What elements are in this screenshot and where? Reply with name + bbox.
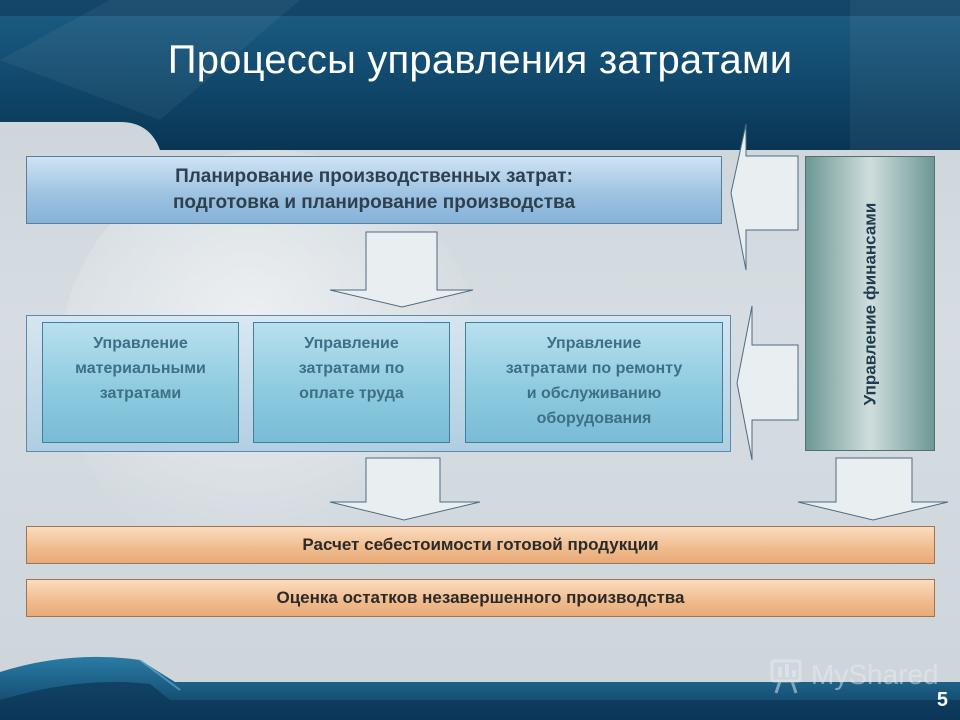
material-costs-box: Управление материальными затратами bbox=[42, 322, 239, 443]
page-number: 5 bbox=[936, 689, 948, 711]
wip-evaluation-bar: Оценка остатков незавершенного производс… bbox=[26, 579, 935, 617]
planning-box: Планирование производственных затрат: по… bbox=[26, 156, 722, 224]
slide-title: Процессы управления затратами bbox=[167, 38, 793, 82]
arrow-down-planning bbox=[329, 231, 474, 308]
labor-costs-line: затратами по bbox=[298, 360, 405, 377]
material-costs-line: материальными bbox=[75, 360, 206, 377]
finance-label: Управление финансами bbox=[860, 202, 879, 405]
cost-calculation-bar: Расчет себестоимости готовой продукции bbox=[26, 526, 935, 564]
finance-box: Управление финансами bbox=[805, 156, 935, 451]
arrow-left-to-management bbox=[736, 305, 799, 461]
arrow-down-finance bbox=[797, 457, 949, 521]
maintenance-costs-line: затратами по ремонту bbox=[505, 360, 683, 377]
maintenance-costs-line: Управление bbox=[546, 335, 642, 352]
labor-costs-box: Управление затратами по оплате труда bbox=[253, 322, 450, 443]
maintenance-costs-box: Управление затратами по ремонту и обслуж… bbox=[465, 322, 723, 443]
wip-evaluation-label: Оценка остатков незавершенного производс… bbox=[276, 588, 685, 607]
arrow-left-to-planning bbox=[730, 123, 799, 271]
labor-costs-line: Управление bbox=[304, 335, 399, 352]
planning-line-1: Планирование производственных затрат: bbox=[175, 166, 573, 187]
material-costs-line: затратами bbox=[99, 385, 182, 402]
labor-costs-line: оплате труда bbox=[299, 385, 404, 402]
material-costs-line: Управление bbox=[93, 335, 188, 352]
myshared-logo: MyShared bbox=[768, 655, 943, 699]
maintenance-costs-line: и обслуживанию bbox=[526, 385, 662, 402]
planning-line-2: подготовка и планирование производства bbox=[172, 192, 576, 213]
cost-calculation-label: Расчет себестоимости готовой продукции bbox=[302, 535, 659, 554]
arrow-down-management bbox=[329, 457, 481, 521]
maintenance-costs-line: оборудования bbox=[536, 410, 652, 427]
presentation-icon bbox=[770, 659, 802, 694]
watermark-text: MyShared bbox=[811, 659, 939, 690]
